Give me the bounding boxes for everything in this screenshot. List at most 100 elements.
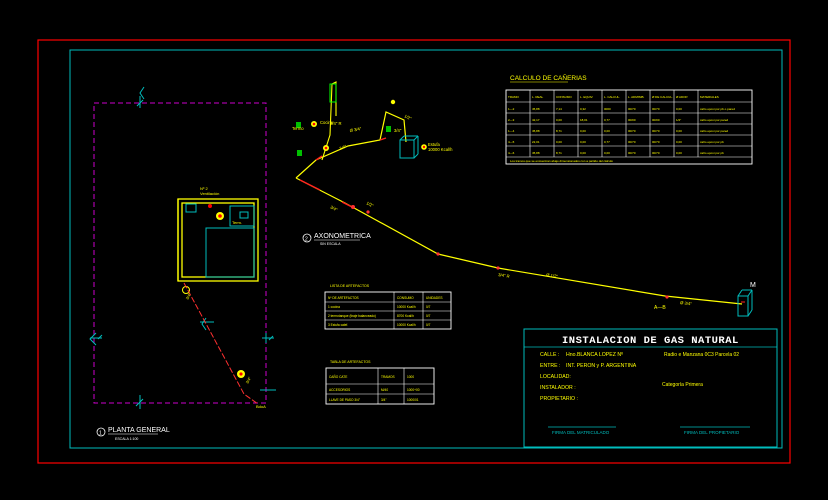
title-row-label: CALLE : [540, 352, 559, 358]
materials-cell: 3/4" [381, 398, 387, 402]
axo-stove-note: Cocina [320, 120, 334, 125]
house-fixtures [185, 203, 255, 278]
axo-tag-b: 1/2" [366, 200, 375, 208]
pipe-calc-cell: 1—4 [508, 129, 515, 133]
axo-riser-markers [311, 99, 427, 151]
pipe-calc-cell: 00/70 [652, 129, 660, 133]
appliance-header: CONSUMO [397, 296, 414, 300]
title-block: INSTALACION DE GAS NATURAL CALLE :Hno.BL… [523, 328, 778, 448]
axo-meter-box [737, 289, 753, 317]
axo-tag-g: 3/4" [339, 144, 348, 151]
title-row-value: INT. PERON y P. ARGENTINA [566, 363, 637, 369]
pipe-calc-header: L. CALCUL. [604, 95, 620, 99]
title-block-category: Categoría Primera [662, 382, 703, 388]
plan-dim-label: BdoA [256, 404, 266, 409]
axo-tag-f: 1/2" [404, 113, 413, 121]
axo-scale: SIN ESCALA [320, 242, 341, 246]
pipe-calc-cell: 0,00 [676, 140, 682, 144]
title-row-label: ENTRE : [540, 363, 560, 369]
axo-section-mark: A—B [654, 305, 666, 311]
axo-tag-e: Ø 3/4" [680, 300, 693, 306]
pipe-calc-cell: 0000 [604, 107, 611, 111]
plan-pipe-b: 3/4" [244, 375, 252, 384]
pipe-calc-cell: 2—3 [508, 118, 515, 122]
appliance-cell: 10000 Kcal/h [397, 323, 416, 327]
pipe-calc-cell: 00/00 [652, 118, 660, 122]
pipe-calc-cell: 0,00 [556, 140, 562, 144]
pipe-calc-cell: 00/70 [652, 107, 660, 111]
materials-cell: 1000/01 [407, 398, 419, 402]
pipe-calc-cell: caño epoxi por pared [700, 129, 729, 133]
plan-room-label: Nº 2 [200, 186, 208, 191]
appliance-cell: 8700 Kcal/h [397, 314, 414, 318]
inner-border [69, 49, 783, 449]
pipe-calc-cell: caño epoxi por pb o pared [700, 107, 735, 111]
materials-table-title: TABLA DE ARTEFACTOS [330, 360, 371, 364]
pipe-calc-cell: 0,32 [580, 107, 586, 111]
pipe-calc-header: MATERIALES [700, 95, 719, 99]
appliance-cell: 10000 Kcal/h [397, 305, 416, 309]
title-row-label: PROPIETARIO : [540, 396, 578, 402]
pipe-calc-header: Ø ADOP. [676, 95, 688, 99]
axo-valve-b [297, 150, 302, 156]
plan-number: 1 [99, 431, 102, 437]
pipe-calc-cell: 0,00 [676, 129, 682, 133]
pipe-calc-cell: 1—2 [508, 107, 515, 111]
plan-fixture-note: Term. [232, 220, 242, 225]
pipe-calc-cell: 0,00 [676, 151, 682, 155]
pipe-calc-header: Ø DE CALCUL. [652, 95, 673, 99]
signature-left: FIRMA DEL MATRICULADO [552, 430, 610, 435]
plan-title: PLANTA GENERAL [108, 427, 170, 434]
title-row-label: INSTALADOR : [540, 385, 576, 391]
pipe-calc-cell: 0,00 [580, 140, 586, 144]
axo-tag-j: 3/4" R [330, 121, 342, 126]
appliance-cell: 0/7 [426, 305, 431, 309]
pipe-calc-cell: 45,88 [532, 151, 540, 155]
pipe-calc-cell: 00/70 [628, 151, 636, 155]
appliance-cell: 0/7 [426, 314, 431, 318]
axo-number-circle [302, 233, 312, 243]
pipe-calc-cell: 0,00 [580, 151, 586, 155]
pipe-calc-cell: 4—6 [508, 151, 515, 155]
materials-header: TRAMOS [381, 375, 395, 379]
pipe-calc-cell: 8,71 [556, 129, 562, 133]
axo-pipe-labels: 3/4" 1/2" 3/4" R Ø 1/2" Ø 3/4" 1/2" 3/4"… [292, 113, 693, 306]
axo-meter-green [329, 83, 337, 103]
pipe-calc-cell: 00/70 [628, 107, 636, 111]
axo-appliance-box [399, 135, 419, 159]
plan-markers [182, 204, 245, 378]
plan-pipe-a: 3/4" [184, 291, 192, 300]
pipe-calc-cell: 00/70 [652, 140, 660, 144]
axo-valve-c [386, 126, 391, 132]
axonometric-view: M 3/4" 1/2" 3/4" R Ø 1/2" Ø 3/4" 1/2" 3/… [292, 81, 756, 317]
axo-red-segments [299, 137, 387, 208]
plan-number-circle [96, 427, 106, 437]
pipe-calc-header: TRAMO [508, 95, 519, 99]
pipe-calc-header: L. EQUIV. [580, 95, 593, 99]
pipe-calc-cell: 0,77 [604, 140, 610, 144]
pipe-calc-cell: 0,00 [676, 107, 682, 111]
plan-scale: ESCALA 1:100 [115, 437, 138, 441]
pipe-calc-title: CALCULO DE CAÑERIAS [510, 73, 587, 82]
axo-tag-c: 3/4" R [498, 272, 510, 279]
appliance-header: Nº DE ARTEFACTOS [328, 296, 359, 300]
materials-cell: ACCESORIOS [329, 388, 350, 392]
plan-dimension-ticks [89, 86, 276, 409]
pipe-calc-cell: 0,00 [604, 151, 610, 155]
pipe-calc-footnote: Los tramos que se encuentran abajo dimen… [510, 159, 613, 163]
pipe-calc-header: L. REAL [532, 95, 544, 99]
outer-frame [37, 39, 791, 464]
axo-tag-d: Ø 1/2" [546, 272, 559, 279]
materials-header: 1000 [407, 375, 414, 379]
title-row-label: LOCALIDAD: [540, 374, 571, 380]
materials-cell: LLAVE DE PASO 3/4" [329, 398, 360, 402]
pipe-calc-cell: caño epoxi por pb [700, 140, 724, 144]
pipe-calc-cell: 00/70 [628, 129, 636, 133]
materials-cell: 1000+00 [407, 388, 420, 392]
pipe-calc-cell: 00/00 [628, 118, 636, 122]
axo-title: AXONOMETRICA [314, 233, 371, 240]
